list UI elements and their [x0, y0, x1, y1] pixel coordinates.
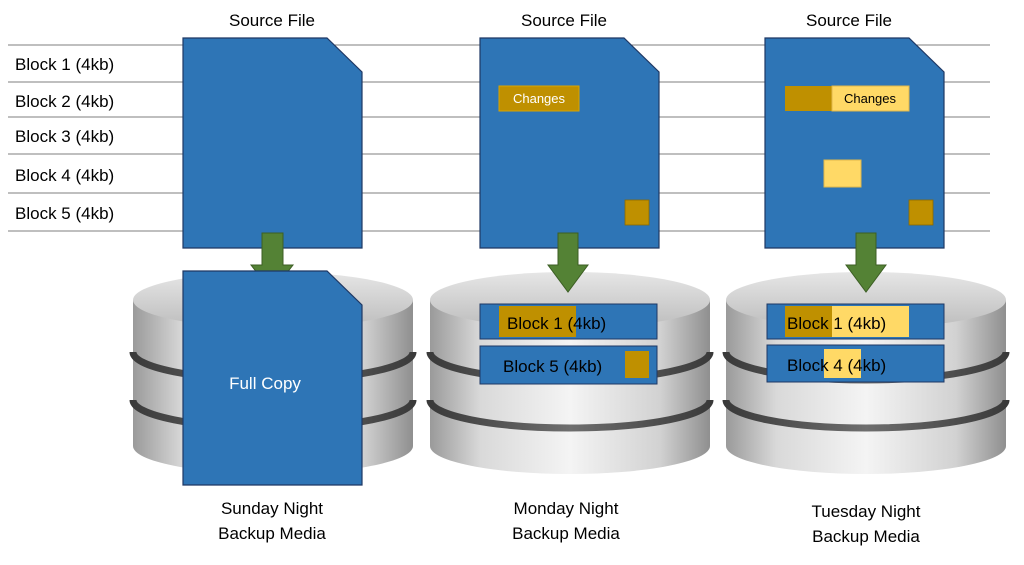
tuesday-caption-line1: Tuesday Night [812, 502, 921, 521]
source-file-title-tuesday: Source File [806, 11, 892, 30]
monday-change-block5 [624, 199, 650, 226]
block-label-3: Block 3 (4kb) [15, 127, 114, 146]
monday-caption-line2: Backup Media [512, 524, 620, 543]
monday-row-2-label: Block 5 (4kb) [503, 357, 602, 376]
source-file-title-sunday: Source File [229, 11, 315, 30]
block-label-4: Block 4 (4kb) [15, 166, 114, 185]
tuesday-change-block5 [908, 199, 934, 226]
tuesday-change-block2-old [785, 86, 832, 111]
tuesday-backup-arrow-icon [845, 232, 887, 293]
monday-caption-line1: Monday Night [514, 499, 619, 518]
block-label-2: Block 2 (4kb) [15, 92, 114, 111]
full-copy-file-icon [182, 270, 363, 486]
changes-label: Changes [513, 91, 566, 106]
monday-backup-arrow-icon [547, 232, 589, 293]
tuesday-row-2-label: Block 4 (4kb) [787, 356, 886, 375]
tuesday-row-1-label: Block 1 (4kb) [787, 314, 886, 333]
full-copy-label: Full Copy [229, 374, 301, 393]
sunday-caption-line1: Sunday Night [221, 499, 323, 518]
tuesday-backup-row-2: Block 4 (4kb) [766, 344, 945, 383]
tuesday-change-block4 [823, 159, 862, 188]
tuesday-caption-line2: Backup Media [812, 527, 920, 546]
monday-row-1-label: Block 1 (4kb) [507, 314, 606, 333]
block-labels: Block 1 (4kb) Block 2 (4kb) Block 3 (4kb… [15, 55, 114, 223]
monday-backup-row-2: Block 5 (4kb) [479, 345, 658, 385]
monday-backup-row-1: Block 1 (4kb) [479, 303, 658, 340]
sunday-source-file-icon [182, 37, 363, 249]
changes-label: Changes [844, 91, 897, 106]
block-label-1: Block 1 (4kb) [15, 55, 114, 74]
source-file-title-monday: Source File [521, 11, 607, 30]
sunday-caption-line2: Backup Media [218, 524, 326, 543]
tuesday-changes-block2: Changes [831, 85, 910, 112]
tuesday-backup-row-1: Block 1 (4kb) [766, 303, 945, 340]
block-label-5: Block 5 (4kb) [15, 204, 114, 223]
monday-changes-block2: Changes [498, 85, 580, 112]
